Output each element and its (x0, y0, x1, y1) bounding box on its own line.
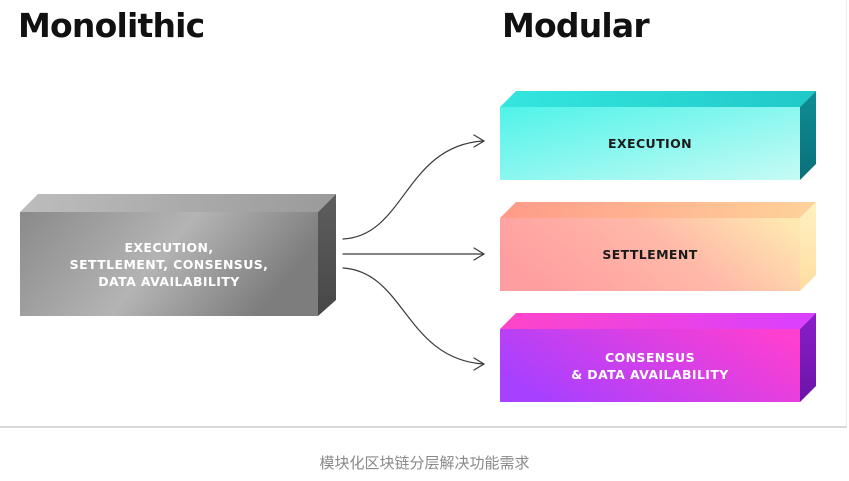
arrow-head-execution (473, 134, 486, 148)
title-monolithic: Monolithic (18, 6, 205, 45)
consensus-line-1: CONSENSUS (604, 349, 695, 365)
arrow-head-settlement (473, 247, 486, 261)
diagram-canvas: Monolithic Modular EXECUTION, SETTLEME (0, 0, 847, 428)
arrow-to-execution (342, 140, 484, 240)
monolithic-line-1: EXECUTION, (124, 239, 214, 255)
monolithic-block-label: EXECUTION, SETTLEMENT, CONSENSUS, DATA A… (20, 212, 318, 316)
consensus-block-label: CONSENSUS & DATA AVAILABILITY (500, 329, 800, 402)
execution-line-1: EXECUTION (608, 136, 692, 151)
monolithic-line-2: SETTLEMENT, CONSENSUS, (69, 256, 269, 272)
settlement-block-label: SETTLEMENT (500, 218, 800, 291)
execution-block (500, 91, 816, 180)
monolithic-line-3: DATA AVAILABILITY (98, 273, 240, 289)
consensus-line-2: & DATA AVAILABILITY (571, 366, 729, 382)
title-modular: Modular (502, 6, 650, 45)
split-arrows (342, 134, 486, 371)
figure-caption: 模块化区块链分层解决功能需求 (319, 454, 530, 472)
execution-block-label: EXECUTION (500, 107, 800, 180)
arrow-head-consensus (473, 357, 486, 371)
consensus-block (500, 313, 816, 402)
settlement-line-1: SETTLEMENT (602, 247, 698, 262)
settlement-block (500, 202, 816, 291)
monolithic-block (20, 194, 336, 316)
arrow-to-consensus (342, 267, 484, 365)
